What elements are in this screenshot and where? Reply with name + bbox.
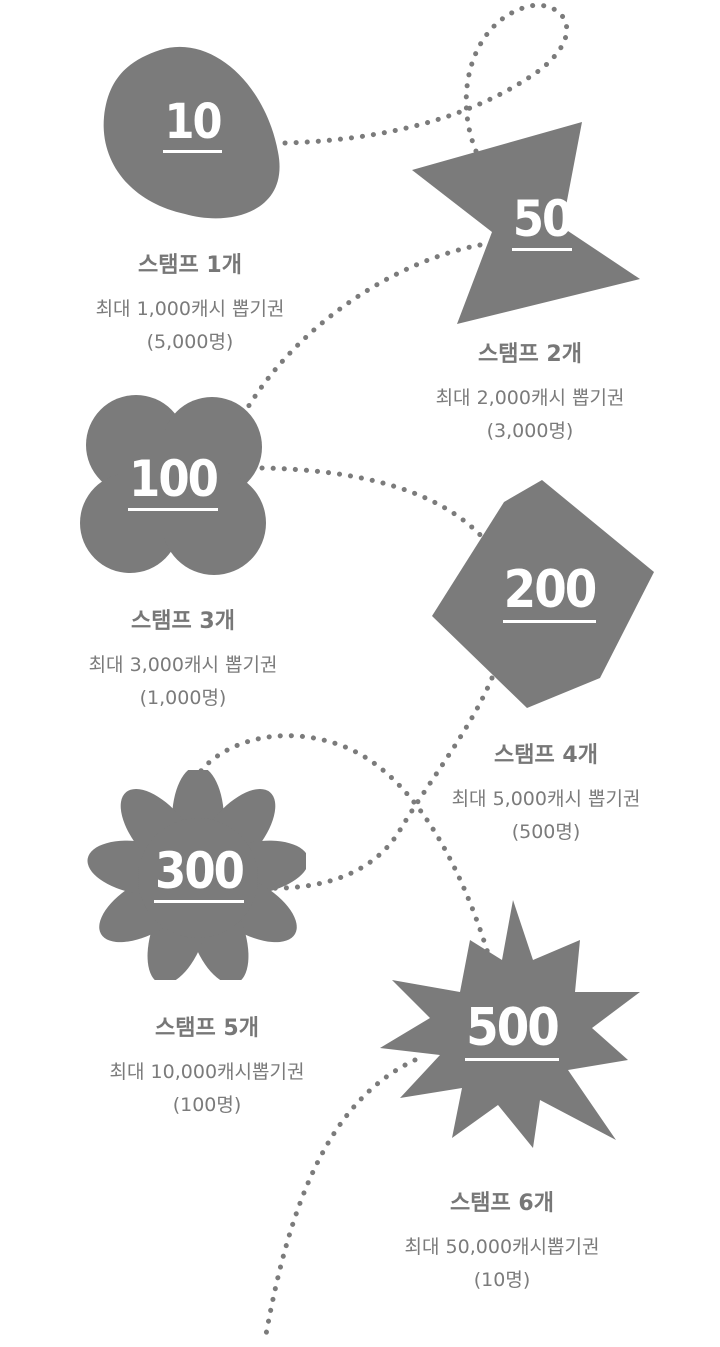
blob-icon [103,46,280,219]
stamp-number: 50 [442,190,642,251]
stamp-number: 500 [382,998,642,1061]
stamp-info-2: 스탬프 2개 최대 2,000캐시 뽑기권 (3,000명) [385,336,675,448]
stamp-info-4: 스탬프 4개 최대 5,000캐시 뽑기권 (500명) [401,737,691,849]
stamp-number: 10 [100,94,285,153]
stamp-title: 스탬프 2개 [478,342,582,367]
stamp-number: 300 [92,842,306,903]
stamp-winners: (1,000명) [139,687,227,709]
stamp-badge-6: 500 [380,900,642,1148]
stamp-prize: 최대 50,000캐시뽑기권 [404,1236,600,1258]
stamp-winners: (100명) [172,1094,242,1116]
stamp-badge-4: 200 [432,480,657,708]
stamp-prize: 최대 10,000캐시뽑기권 [109,1061,305,1083]
stamp-badge-1: 10 [100,42,285,222]
stamp-winners: (10명) [473,1269,531,1291]
stamp-title: 스탬프 3개 [131,609,235,634]
stamp-prize: 최대 2,000캐시 뽑기권 [435,387,625,409]
stamp-winners: (5,000명) [146,331,234,353]
stamp-title: 스탬프 4개 [494,743,598,768]
stamp-badge-2: 50 [412,122,642,327]
starburst-icon [380,900,640,1148]
stamp-prize: 최대 1,000캐시 뽑기권 [95,298,285,320]
cloud-icon [80,395,266,575]
stamp-number: 100 [78,450,268,511]
stamp-prize: 최대 5,000캐시 뽑기권 [451,788,641,810]
hexagon-icon [432,480,654,708]
stamp-number: 200 [442,560,657,623]
stamp-title: 스탬프 1개 [138,253,242,278]
stamp-info-3: 스탬프 3개 최대 3,000캐시 뽑기권 (1,000명) [38,603,328,715]
stamp-prize: 최대 3,000캐시 뽑기권 [88,654,278,676]
stamp-info-5: 스탬프 5개 최대 10,000캐시뽑기권 (100명) [62,1010,352,1122]
stamp-winners: (500명) [511,821,581,843]
stamp-title: 스탬프 6개 [450,1191,554,1216]
stamp-info-6: 스탬프 6개 최대 50,000캐시뽑기권 (10명) [357,1185,647,1297]
stamp-info-1: 스탬프 1개 최대 1,000캐시 뽑기권 (5,000명) [45,247,335,359]
stamp-badge-5: 300 [86,766,309,985]
stamp-badge-3: 100 [78,395,268,575]
stamp-winners: (3,000명) [486,420,574,442]
bowtie-icon [412,122,640,324]
stamp-title: 스탬프 5개 [155,1016,259,1041]
flower-icon [87,766,309,985]
